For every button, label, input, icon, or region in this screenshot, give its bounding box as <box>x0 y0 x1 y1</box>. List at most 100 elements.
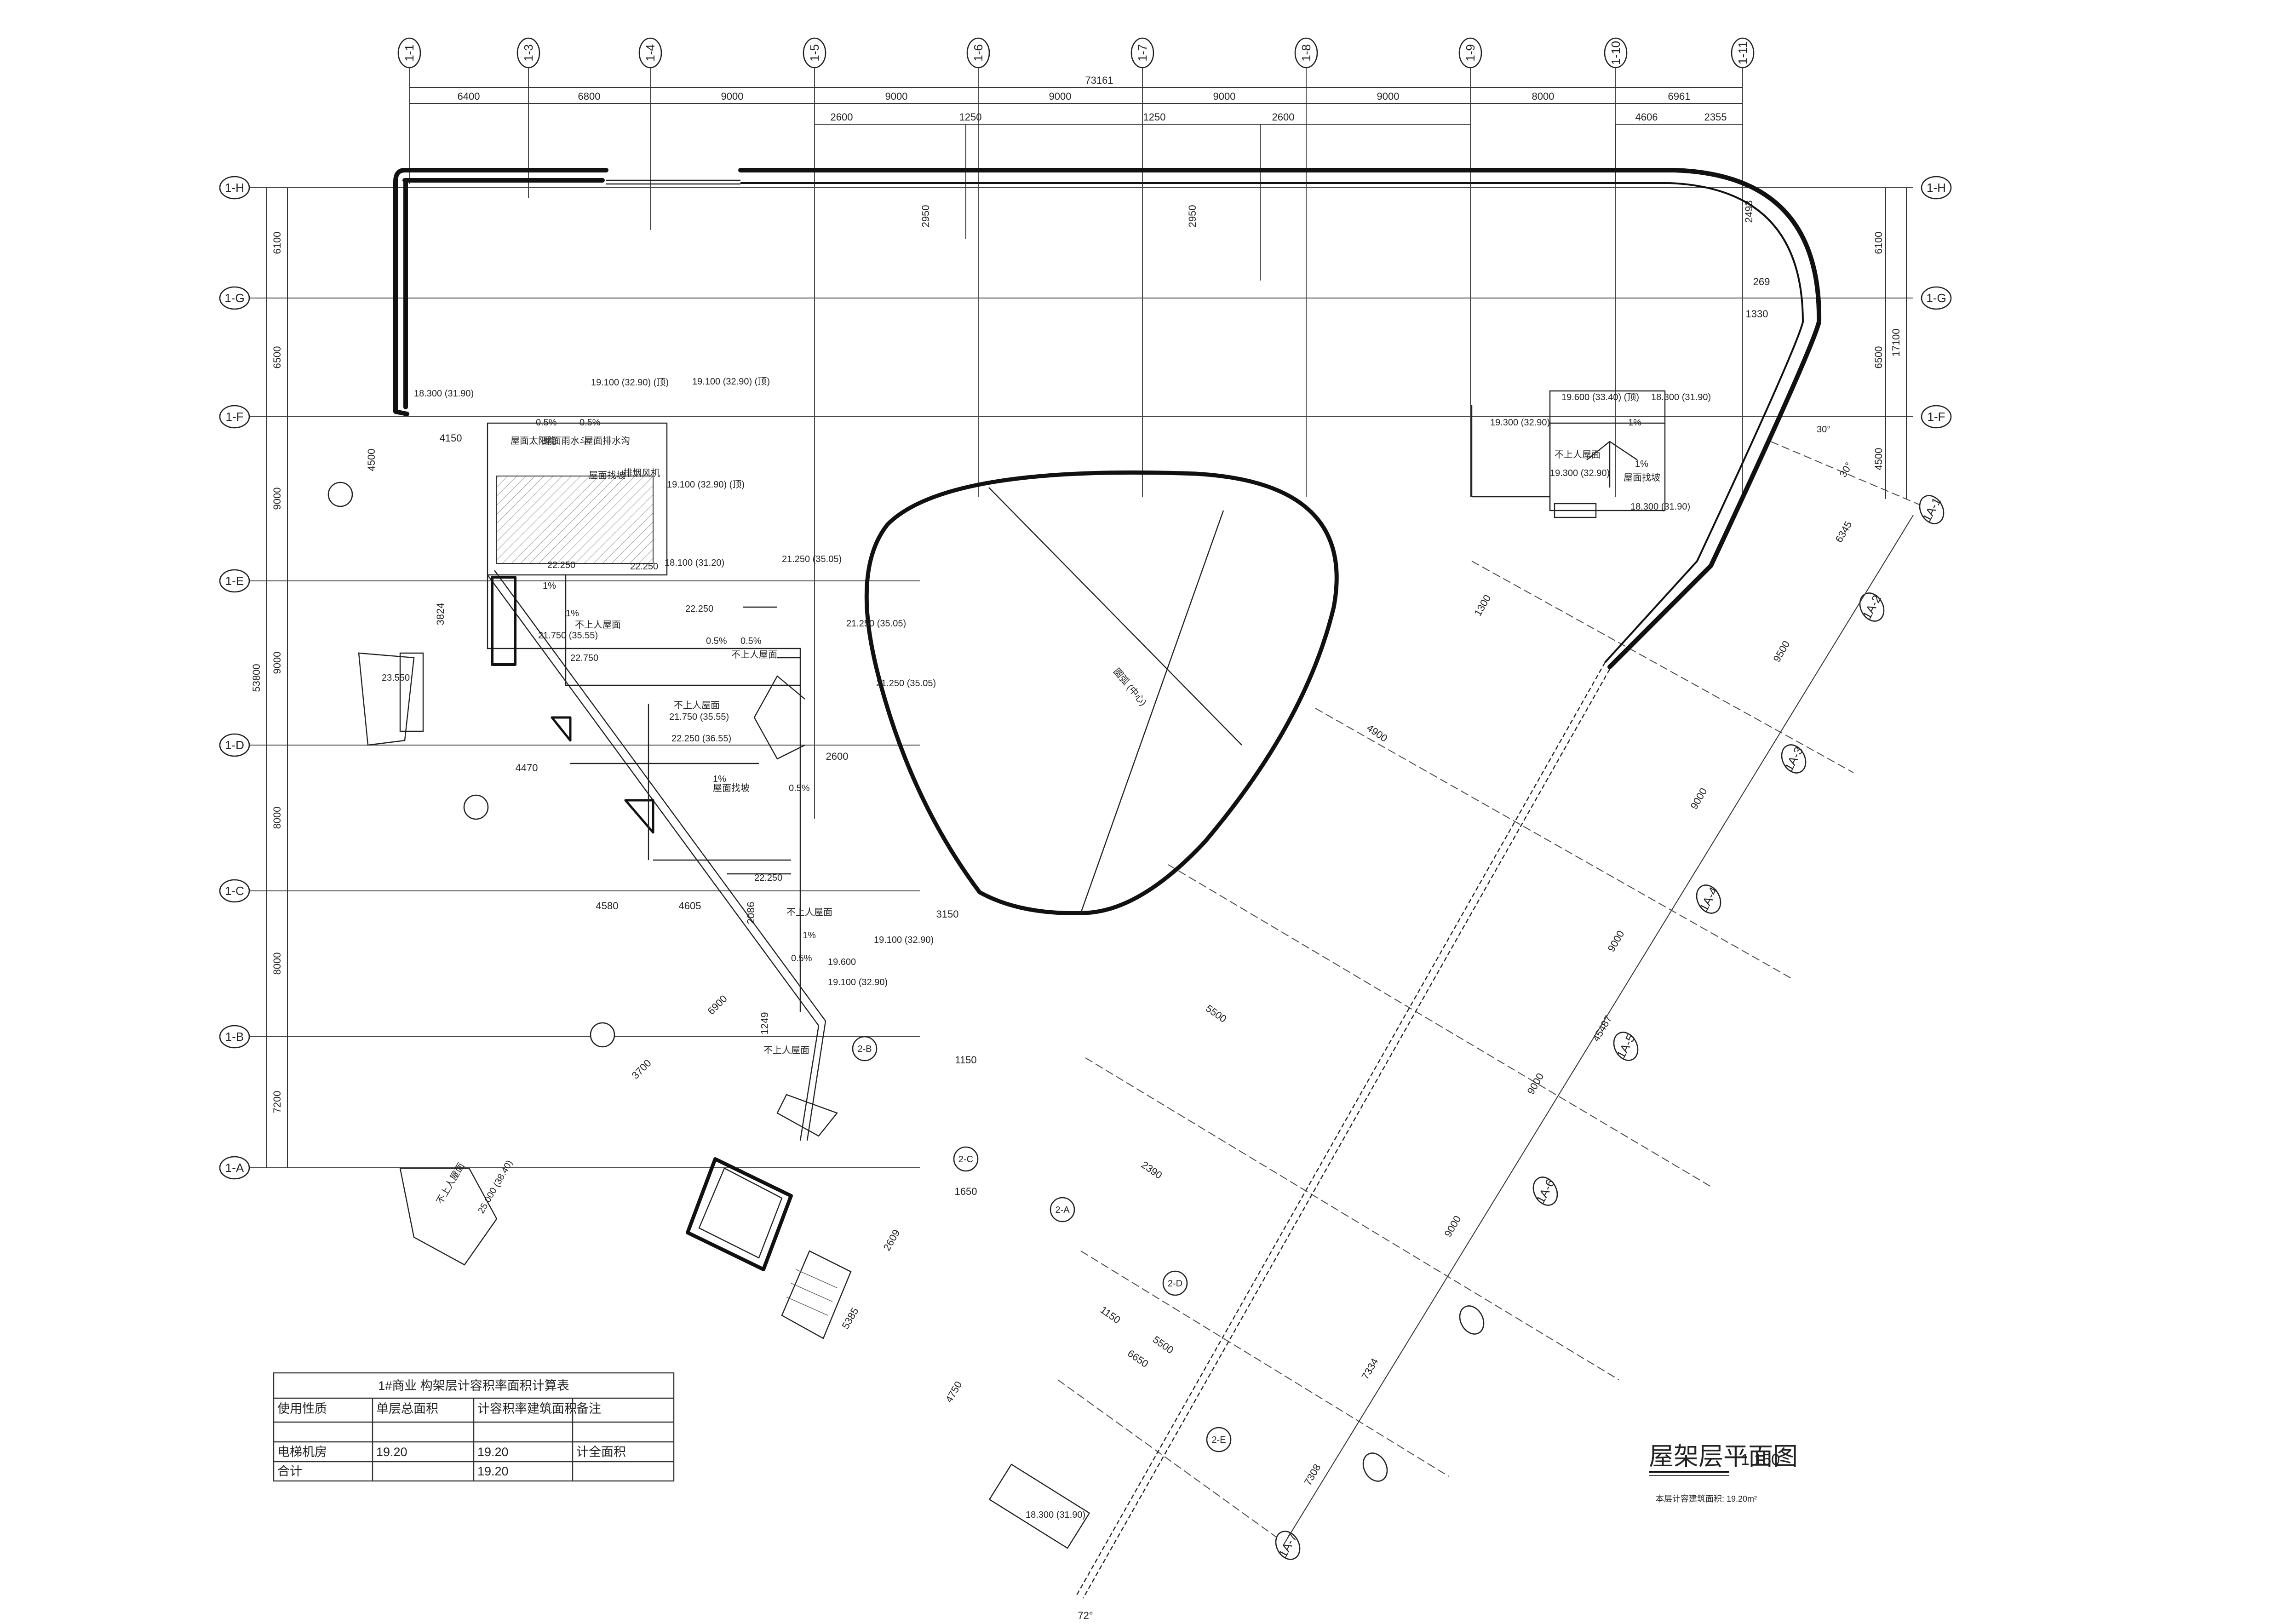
slope-note: 1% <box>566 608 579 619</box>
level-note: 22.250 (36.55) <box>671 734 731 744</box>
room-note: 不上人屋面 <box>674 700 720 711</box>
lower-axis-bubbles: 2-B 2-C 2-A 2-D 2-E <box>327 482 1232 1452</box>
level-note: 19.100 (32.90) (顶) <box>591 378 669 388</box>
level-note: 18.300 (31.90) <box>1630 502 1690 512</box>
level-note: 19.300 (32.90) <box>1490 418 1550 428</box>
span-label: 9000 <box>1377 91 1400 102</box>
dim-label: 1249 <box>759 1012 770 1035</box>
dim-label: 1250 <box>1143 111 1166 123</box>
level-note: 19.300 (32.90) <box>1550 468 1610 478</box>
room-note: 不上人屋面 <box>763 1045 809 1056</box>
axis-label: 2-D <box>1168 1279 1182 1289</box>
slope-note: 1% <box>543 581 556 591</box>
room-note: 不上人屋面 <box>1555 449 1601 460</box>
total-width-dim: 73161 <box>1085 75 1113 86</box>
table-header: 使用性质 <box>277 1402 327 1416</box>
axis-label: 1-11 <box>1736 41 1750 64</box>
axis-label: 1-10 <box>1609 41 1623 65</box>
axis-label: 1-G <box>224 291 244 305</box>
level-note: 22.250 <box>754 873 782 883</box>
dim-label: 1300 <box>1472 593 1493 618</box>
diagonal-axis-lines <box>1057 441 1923 1546</box>
elevator-machine-room <box>399 1094 852 1339</box>
dim-label: 2950 <box>1187 205 1198 228</box>
dim-label: 6900 <box>706 993 729 1017</box>
slope-note: 1% <box>1635 459 1648 469</box>
span-label: 9000 <box>885 91 908 102</box>
right-axis-bubbles: 1-H 1-G 1-F <box>1921 176 1952 429</box>
room-note: 屋面找坡 <box>1624 472 1660 483</box>
axis-label: 1-E <box>225 574 244 588</box>
table-cell: 电梯机房 <box>277 1445 327 1459</box>
dim-label: 1650 <box>955 1186 977 1197</box>
atrium-label: 圆弧 (中心) <box>1111 666 1148 708</box>
axis-label: 1-D <box>225 738 244 752</box>
axis-label: 1-6 <box>971 44 985 62</box>
dim-label: 4900 <box>1365 722 1389 745</box>
slope-notes: 0.5% 0.5% 1% 1% 0.5% 0.5% 1% 1% 0.5% 1% … <box>536 418 1830 964</box>
dim-label: 269 <box>1753 276 1770 287</box>
drawing-note: 本层计容建筑面积: 19.20m² <box>1656 1494 1757 1503</box>
room-note: 屋面太阳能 <box>511 436 557 446</box>
slope-note: 0.5% <box>789 783 810 793</box>
atrium-guide-lines <box>988 487 1242 913</box>
diag-dimension-line <box>1283 515 1914 1546</box>
dim-label: 72° <box>1078 1610 1093 1621</box>
span-label: 9000 <box>271 488 283 510</box>
axis-label: 1-G <box>1926 291 1946 305</box>
parapet-walls <box>393 168 1822 1599</box>
level-note: 18.300 (31.90) <box>1651 392 1711 402</box>
dim-label: 4150 <box>440 432 462 444</box>
dim-label: 2950 <box>920 205 931 228</box>
left-dimension-chain <box>266 188 288 1168</box>
dim-label: 4750 <box>943 1379 964 1405</box>
table-cell: 19.20 <box>376 1445 407 1459</box>
lower-left-structure <box>988 1463 1090 1549</box>
span-label: 6100 <box>1873 232 1884 254</box>
dim-label: 4500 <box>366 449 377 471</box>
span-label: 8000 <box>1532 91 1555 102</box>
dim-label: 5385 <box>839 1306 861 1331</box>
top-dimension-chain <box>409 87 1743 125</box>
level-note: 21.250 (35.05) <box>782 554 842 564</box>
dim-label: 6650 <box>1125 1348 1150 1370</box>
drawing-title: 屋架层平面图 <box>1649 1443 1798 1470</box>
axis-label: 1-H <box>1927 181 1946 195</box>
diagonal-axis-bubbles <box>1275 495 1945 1560</box>
dim-label: 2600 <box>831 111 853 123</box>
span-label: 7334 <box>1359 1356 1380 1382</box>
axis-label: 2-A <box>1055 1205 1070 1215</box>
span-label: 8000 <box>271 953 283 975</box>
level-note: 21.750 (35.55) <box>538 631 598 641</box>
room-note: 屋面找坡 <box>713 783 750 793</box>
left-axis-bubbles <box>219 176 250 1180</box>
level-note: 23.550 <box>382 673 410 683</box>
table-header: 计容积率建筑面积 <box>477 1402 577 1416</box>
diagonal-axis-labels: 1A-1 1A-2 1A-3 1A-4 1A-5 1A-6 1A-7 <box>1276 495 1944 1560</box>
span-label: 6345 <box>1833 519 1854 545</box>
span-label: 6500 <box>1873 346 1884 369</box>
depth-dim: 17100 <box>1890 328 1902 356</box>
dim-label: 2086 <box>745 902 757 924</box>
top-axis-lines <box>409 74 1743 819</box>
table-cell: 计全面积 <box>576 1445 626 1459</box>
slope-note: 0.5% <box>791 953 812 964</box>
axis-label: 1-F <box>226 410 244 424</box>
slope-note: 0.5% <box>536 418 557 428</box>
dim-label: 5500 <box>1204 1003 1228 1025</box>
dim-label: 1150 <box>955 1054 976 1066</box>
secondary-top-dim-lines <box>965 124 1616 281</box>
axis-label: 2-B <box>857 1044 872 1054</box>
left-roof-structures <box>358 422 826 1141</box>
axis-label: 2-E <box>1211 1435 1226 1445</box>
axis-label: 1-4 <box>643 44 657 62</box>
dim-label: 4605 <box>679 900 701 912</box>
room-note: 不上人屋面 <box>731 649 777 660</box>
right-dimension-chain <box>1885 188 1907 499</box>
axis-label: 1-B <box>225 1030 244 1044</box>
span-label: 9000 <box>1525 1071 1546 1096</box>
atrium-curve <box>864 470 1339 915</box>
span-label: 9000 <box>1049 91 1072 102</box>
level-note: 22.250 <box>630 562 658 572</box>
dim-label: 2600 <box>1272 111 1295 123</box>
